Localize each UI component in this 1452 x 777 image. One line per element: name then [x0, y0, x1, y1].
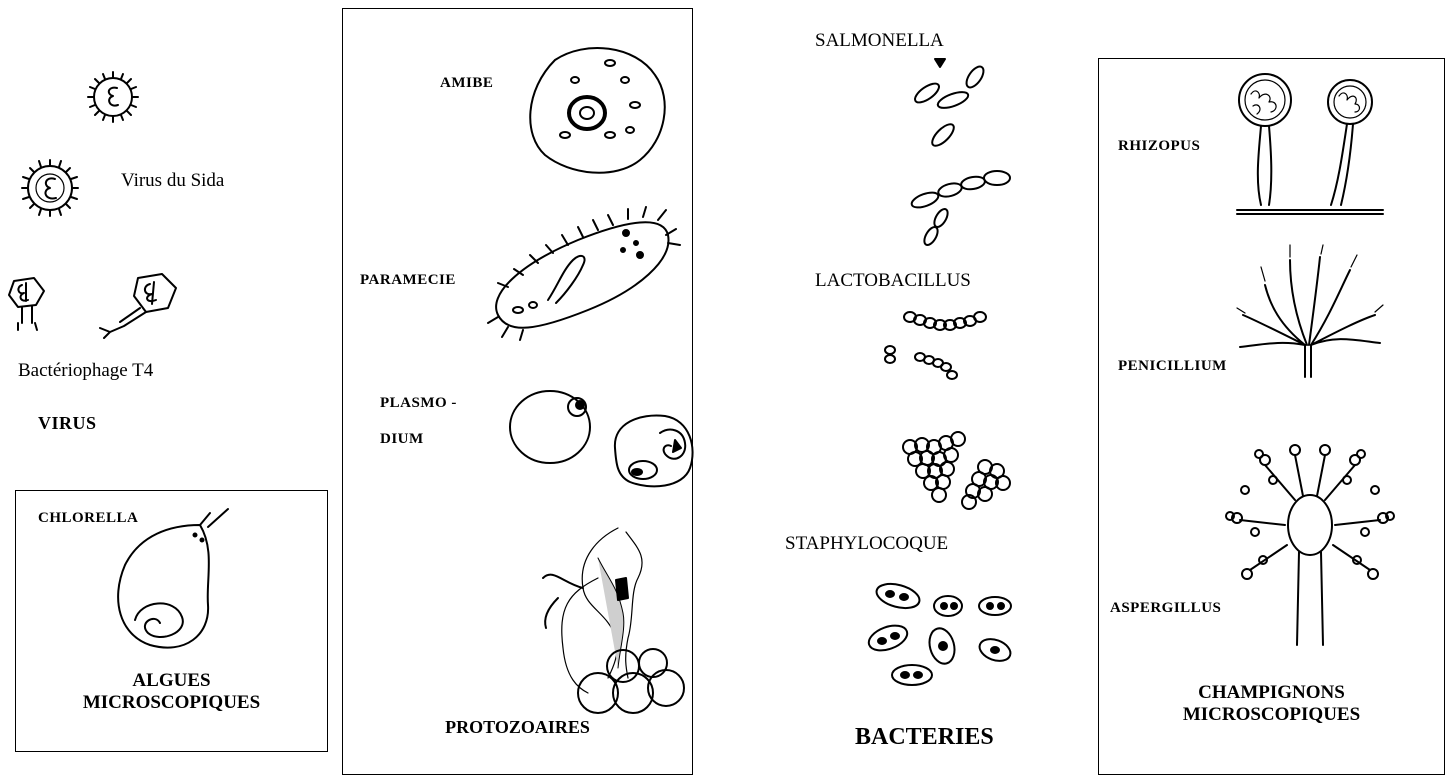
bacteries-group-title: BACTERIES: [855, 726, 994, 748]
hiv-virus-icon: [10, 148, 92, 230]
salmonella-chain-icon: [905, 160, 1015, 255]
paramecie-cell-icon: [478, 205, 688, 345]
penicillium-fungus-icon: [1235, 245, 1385, 380]
salmonella-label: SALMONELLA: [815, 30, 944, 52]
plasmodium-cell-icon: [505, 385, 600, 470]
plasmodium-label-line2: DIUM: [380, 421, 457, 457]
bacteriophage-icon: [80, 270, 184, 342]
protozoaires-group-title: PROTOZOAIRES: [342, 716, 693, 738]
staphylococcus-cluster-icon: [895, 425, 1025, 515]
bacteriophage-icon: [4, 275, 56, 333]
lactobacillus-chain-icon: [880, 305, 1000, 405]
aspergillus-label: ASPERGILLUS: [1110, 600, 1221, 617]
salmonella-bacteria-icon: [905, 55, 1005, 155]
penicillium-label: PENICILLIUM: [1118, 358, 1227, 375]
virus-group-title: VIRUS: [38, 413, 97, 434]
champignons-title-line1: CHAMPIGNONS: [1098, 682, 1445, 704]
rhizopus-fungus-icon: [1225, 70, 1385, 225]
amibe-label: AMIBE: [440, 75, 493, 92]
plasmodium-label-line1: PLASMO -: [380, 385, 457, 421]
plasmodium-label: PLASMO - DIUM: [380, 385, 457, 457]
algues-title-line1: ALGUES: [15, 670, 328, 692]
plasmodium-infected-cell-icon: [605, 408, 700, 490]
paramecie-label: PARAMECIE: [360, 272, 456, 289]
hiv-virus-icon: [78, 62, 148, 132]
hiv-virus-label: Virus du Sida: [121, 170, 224, 192]
staphylocoque-label: STAPHYLOCOQUE: [785, 533, 948, 555]
rhizopus-label: RHIZOPUS: [1118, 138, 1200, 155]
champignons-title-line2: MICROSCOPIQUES: [1098, 704, 1445, 726]
algues-title-line2: MICROSCOPIQUES: [15, 692, 328, 714]
aspergillus-fungus-icon: [1225, 440, 1395, 650]
champignons-group-title: CHAMPIGNONS MICROSCOPIQUES: [1098, 682, 1445, 726]
bacteriophage-label: Bactériophage T4: [18, 360, 153, 382]
lactobacillus-label: LACTOBACILLUS: [815, 270, 971, 292]
bacteria-cells-icon: [860, 580, 1030, 690]
trypanosome-icon: [538, 518, 688, 726]
chlorella-cell-icon: [100, 505, 250, 655]
amibe-cell-icon: [515, 35, 675, 180]
algues-group-title: ALGUES MICROSCOPIQUES: [15, 670, 328, 714]
